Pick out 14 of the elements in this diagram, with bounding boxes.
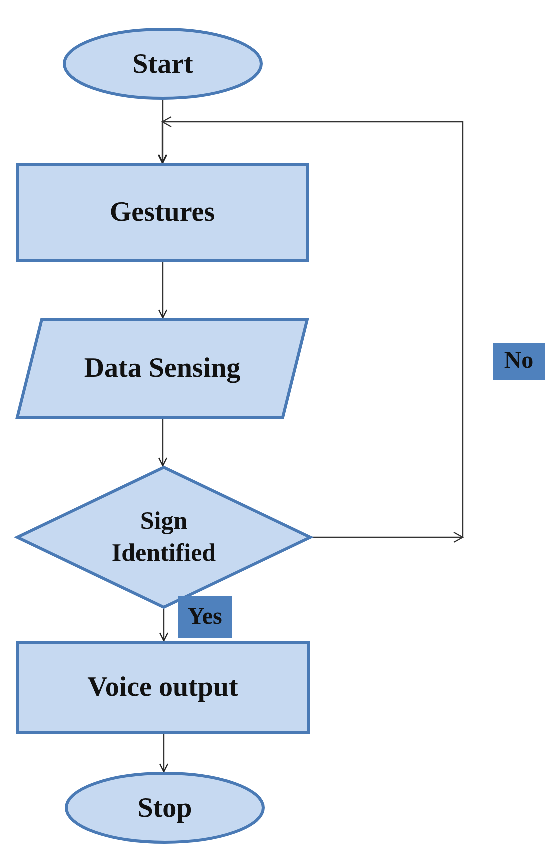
input-parallelogram xyxy=(16,318,309,419)
terminal-ellipse xyxy=(63,28,263,100)
node-label: Stop xyxy=(138,792,192,826)
decision-diamond xyxy=(16,466,312,609)
process-box xyxy=(16,163,309,262)
process-box xyxy=(16,641,310,734)
node-label: Voice output xyxy=(88,671,238,705)
node-label: Sign Identified xyxy=(110,507,218,568)
edge-label: No xyxy=(493,343,545,380)
node-label: Start xyxy=(132,48,194,82)
node-label: Gestures xyxy=(110,196,216,230)
terminal-ellipse xyxy=(65,772,265,844)
node-label: Data Sensing xyxy=(84,352,241,386)
edge-label: Yes xyxy=(178,596,232,638)
